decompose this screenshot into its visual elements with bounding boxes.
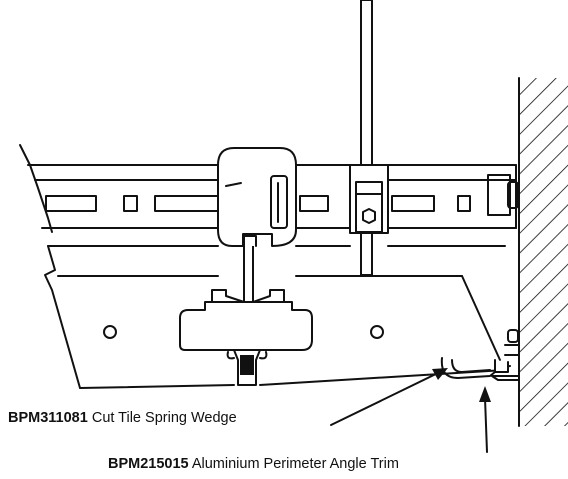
label-angle-trim-code: BPM215015 <box>108 456 189 472</box>
leader-arrow-wedge <box>330 368 448 426</box>
carrier-channel <box>19 144 519 247</box>
spring-wedge <box>440 357 511 379</box>
hanger-bracket <box>349 164 389 276</box>
label-spring-wedge: BPM311081 Cut Tile Spring Wedge <box>8 411 237 426</box>
channel-clip <box>217 147 297 247</box>
perimeter-angle-trim <box>491 329 520 381</box>
label-angle-trim-text: Aluminium Perimeter Angle Trim <box>191 456 399 472</box>
label-angle-trim: BPM215015 Aluminium Perimeter Angle Trim <box>108 457 399 472</box>
label-spring-wedge-text: Cut Tile Spring Wedge <box>91 410 237 426</box>
wall-section <box>518 77 568 427</box>
label-spring-wedge-code: BPM311081 <box>8 410 88 426</box>
tee-grid <box>179 235 313 386</box>
leader-arrow-trim <box>479 386 491 453</box>
